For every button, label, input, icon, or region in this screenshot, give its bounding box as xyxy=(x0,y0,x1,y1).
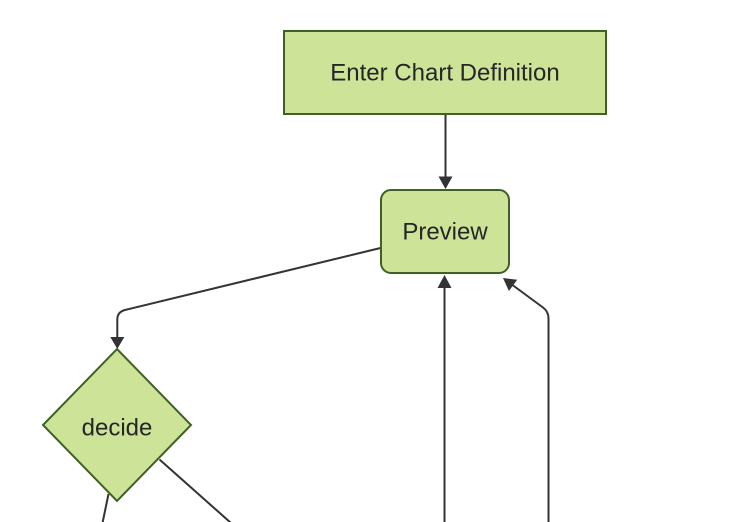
arrowhead-up-icon xyxy=(437,275,452,288)
edge-decide-to-offscreen-right xyxy=(158,458,232,522)
arrowhead-down-icon xyxy=(438,176,453,189)
arrowhead-up-left-icon xyxy=(503,278,518,291)
edge-offscreen-to-preview-corner xyxy=(503,278,550,522)
node-enter-chart-definition-shape xyxy=(283,30,607,115)
node-enter-chart-definition: Enter Chart Definition xyxy=(283,30,607,115)
edge-preview-to-decide xyxy=(110,247,381,349)
node-enter-chart-definition-label: Enter Chart Definition xyxy=(330,60,559,87)
node-preview-shape xyxy=(380,189,510,274)
node-decide: decide xyxy=(41,347,193,503)
node-decide-shape xyxy=(41,347,193,503)
edge-offscreen-to-preview-center xyxy=(437,275,452,522)
node-preview-label: Preview xyxy=(402,219,488,246)
node-preview: Preview xyxy=(380,189,510,274)
arrowhead-down-icon xyxy=(110,337,125,349)
edge-enter-chart-definition-to-preview xyxy=(438,114,453,189)
edge-decide-to-offscreen-left xyxy=(101,493,110,522)
node-decide-label: decide xyxy=(82,415,153,442)
